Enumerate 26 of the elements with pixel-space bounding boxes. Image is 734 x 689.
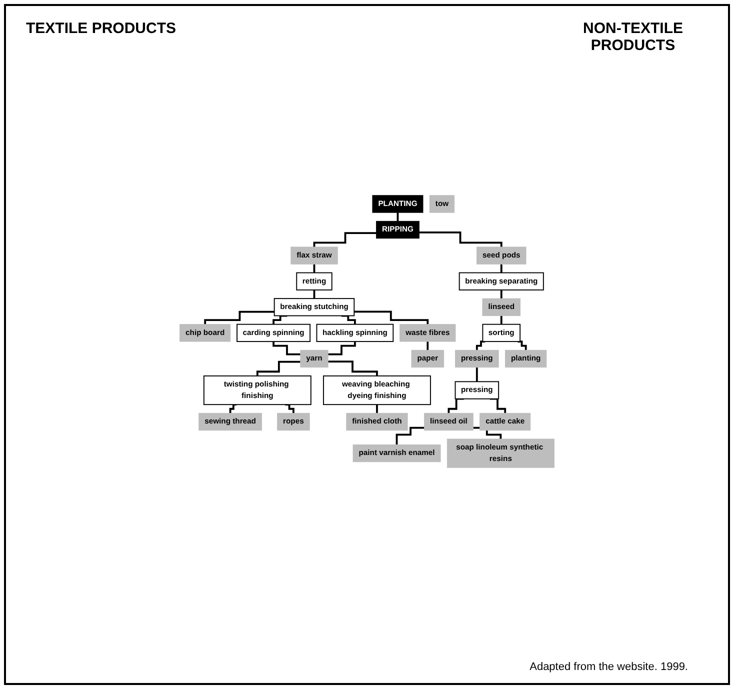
connector (204, 310, 274, 326)
connector (448, 398, 464, 414)
source-note: Adapted from the website. 1999. (530, 661, 688, 673)
connector (376, 404, 378, 414)
connector (256, 360, 300, 377)
connector (272, 314, 288, 326)
connector (313, 232, 376, 248)
section-heading: TEXTILE PRODUCTS (26, 20, 176, 37)
section-heading: NON-TEXTILE PRODUCTS (582, 20, 684, 54)
connector (354, 310, 429, 326)
connector (476, 366, 478, 383)
connector (518, 340, 527, 352)
connector (328, 340, 356, 356)
connector (229, 404, 237, 414)
connector (500, 263, 502, 274)
connector (476, 340, 486, 352)
connector (500, 314, 502, 326)
connector (419, 231, 502, 248)
connector (426, 340, 429, 352)
connector (272, 340, 300, 356)
connector (490, 398, 506, 414)
connector (328, 360, 378, 377)
connector (396, 426, 424, 446)
connector (285, 404, 294, 414)
connector (500, 289, 502, 300)
connector (341, 314, 356, 326)
